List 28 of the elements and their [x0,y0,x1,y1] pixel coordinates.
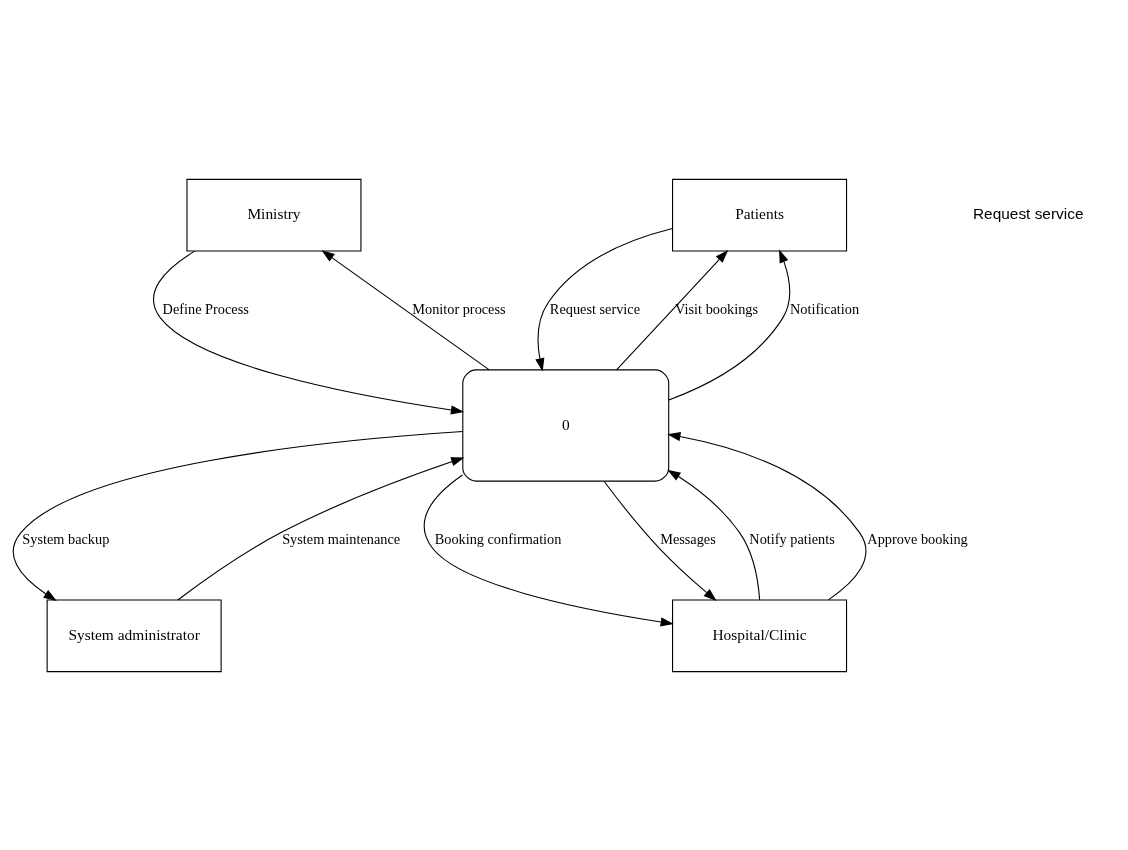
edge-label: Monitor process [412,300,506,317]
label: Request service [972,204,1084,222]
arrow [152,250,465,415]
arrow [423,473,674,626]
arrow [177,456,465,601]
arrow [321,249,490,370]
arrow [668,248,791,400]
edge-label: Notification [789,300,860,317]
node-box: System administrator [46,598,222,672]
edge-label: System maintenance [282,530,401,547]
node-box: Ministry [186,178,362,252]
edge-label: Notify patients [749,530,835,547]
arrow [667,431,867,600]
node-box: Patients [672,178,848,252]
edge-label: Define Process [162,300,249,317]
arrow [667,469,761,600]
node-box: 0 [462,368,670,482]
edge-label: Approve booking [867,530,968,547]
arrow [616,249,729,370]
edge-label: System backup [22,530,110,547]
node-box: Hospital/Clinic [672,598,848,672]
edge-label: Request service [549,300,640,317]
arrow [603,480,717,601]
edge-label: Booking confirmation [434,530,562,547]
arrow [12,430,464,601]
edge-label: Visit bookings [675,300,759,317]
arrow [535,227,673,371]
edge-label: Messages [660,530,716,547]
